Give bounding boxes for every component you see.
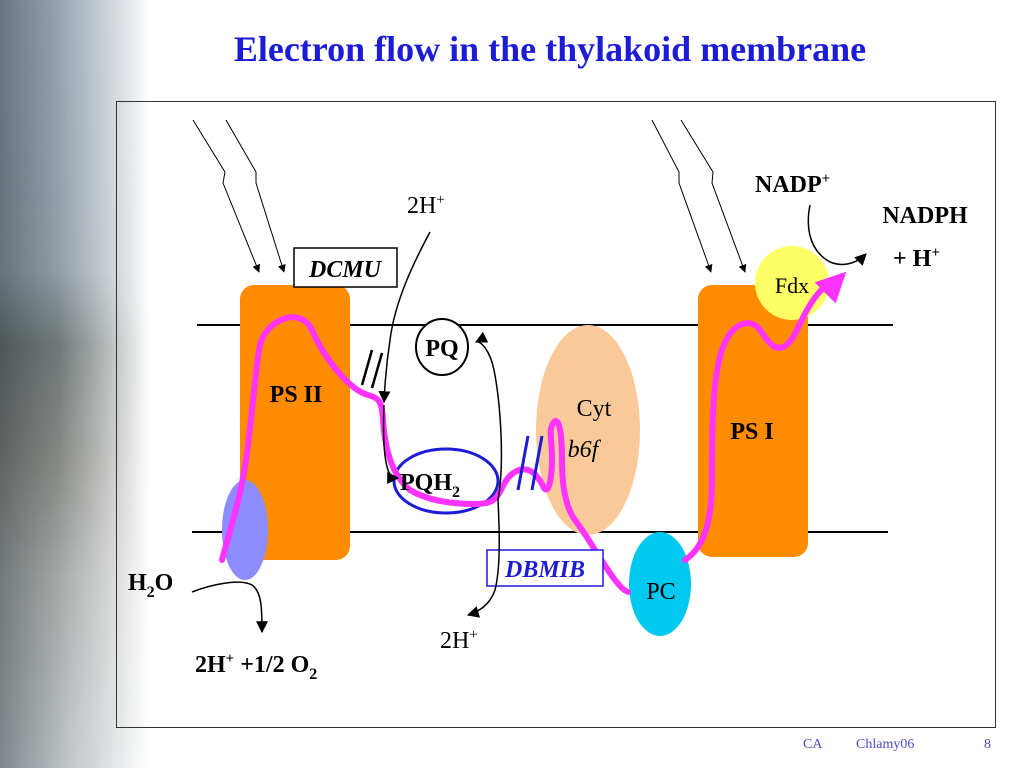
footer-center: Chlamy06: [856, 737, 915, 752]
water-label: H2O: [128, 570, 173, 601]
b6f-label: b6f: [568, 437, 602, 463]
background-photo-strip: [0, 0, 150, 768]
pq-label: PQ: [425, 336, 458, 362]
oxygen-products-label: 2H+ +1/2 O2: [195, 651, 317, 683]
light-arrow-ps2: [192, 119, 286, 273]
proton-arrow-top: [378, 231, 431, 404]
dbmib-label: DBMIB: [504, 557, 585, 583]
ps2-label: PS II: [270, 382, 323, 408]
pqh2-to-pq-arrow: [474, 331, 503, 501]
electron-flow-path: [219, 276, 842, 595]
ps1-label: PS I: [730, 419, 773, 445]
fdx-label: Fdx: [775, 273, 809, 298]
ps1-complex: [698, 285, 808, 557]
pq-circle: [415, 318, 469, 376]
nadp-arrow: [807, 204, 867, 266]
proton-bottom-label: 2H+: [440, 627, 478, 654]
dcmu-label: DCMU: [308, 257, 383, 283]
proton-top-label: 2H+: [407, 192, 445, 219]
pc-label: PC: [646, 579, 675, 605]
oxygen-evolving-complex: [222, 480, 268, 580]
dbmib-box: [486, 549, 604, 587]
light-arrow-ps1: [651, 119, 747, 273]
footer-page-number: 8: [984, 737, 991, 752]
pqh2-label: PQH2: [400, 470, 460, 501]
slide-title: Electron flow in the thylakoid membrane: [233, 29, 867, 69]
pc-ellipse: [629, 532, 691, 636]
cyt-label: Cyt: [577, 396, 612, 422]
nadph-label: NADPH: [882, 203, 968, 229]
dcmu-box: [293, 247, 398, 288]
proton-arrow-bottom: [466, 499, 500, 618]
dbmib-block-mark: [516, 435, 544, 491]
nadp-label: NADP+: [755, 171, 830, 198]
dcmu-block-mark: [360, 349, 384, 389]
footer-left: CA: [803, 737, 823, 752]
nadph-h-label: + H+: [893, 245, 940, 272]
diagram-frame: [116, 101, 996, 728]
pq-to-pqh2-arrow: [382, 404, 400, 484]
water-split-arrow: [191, 581, 268, 634]
